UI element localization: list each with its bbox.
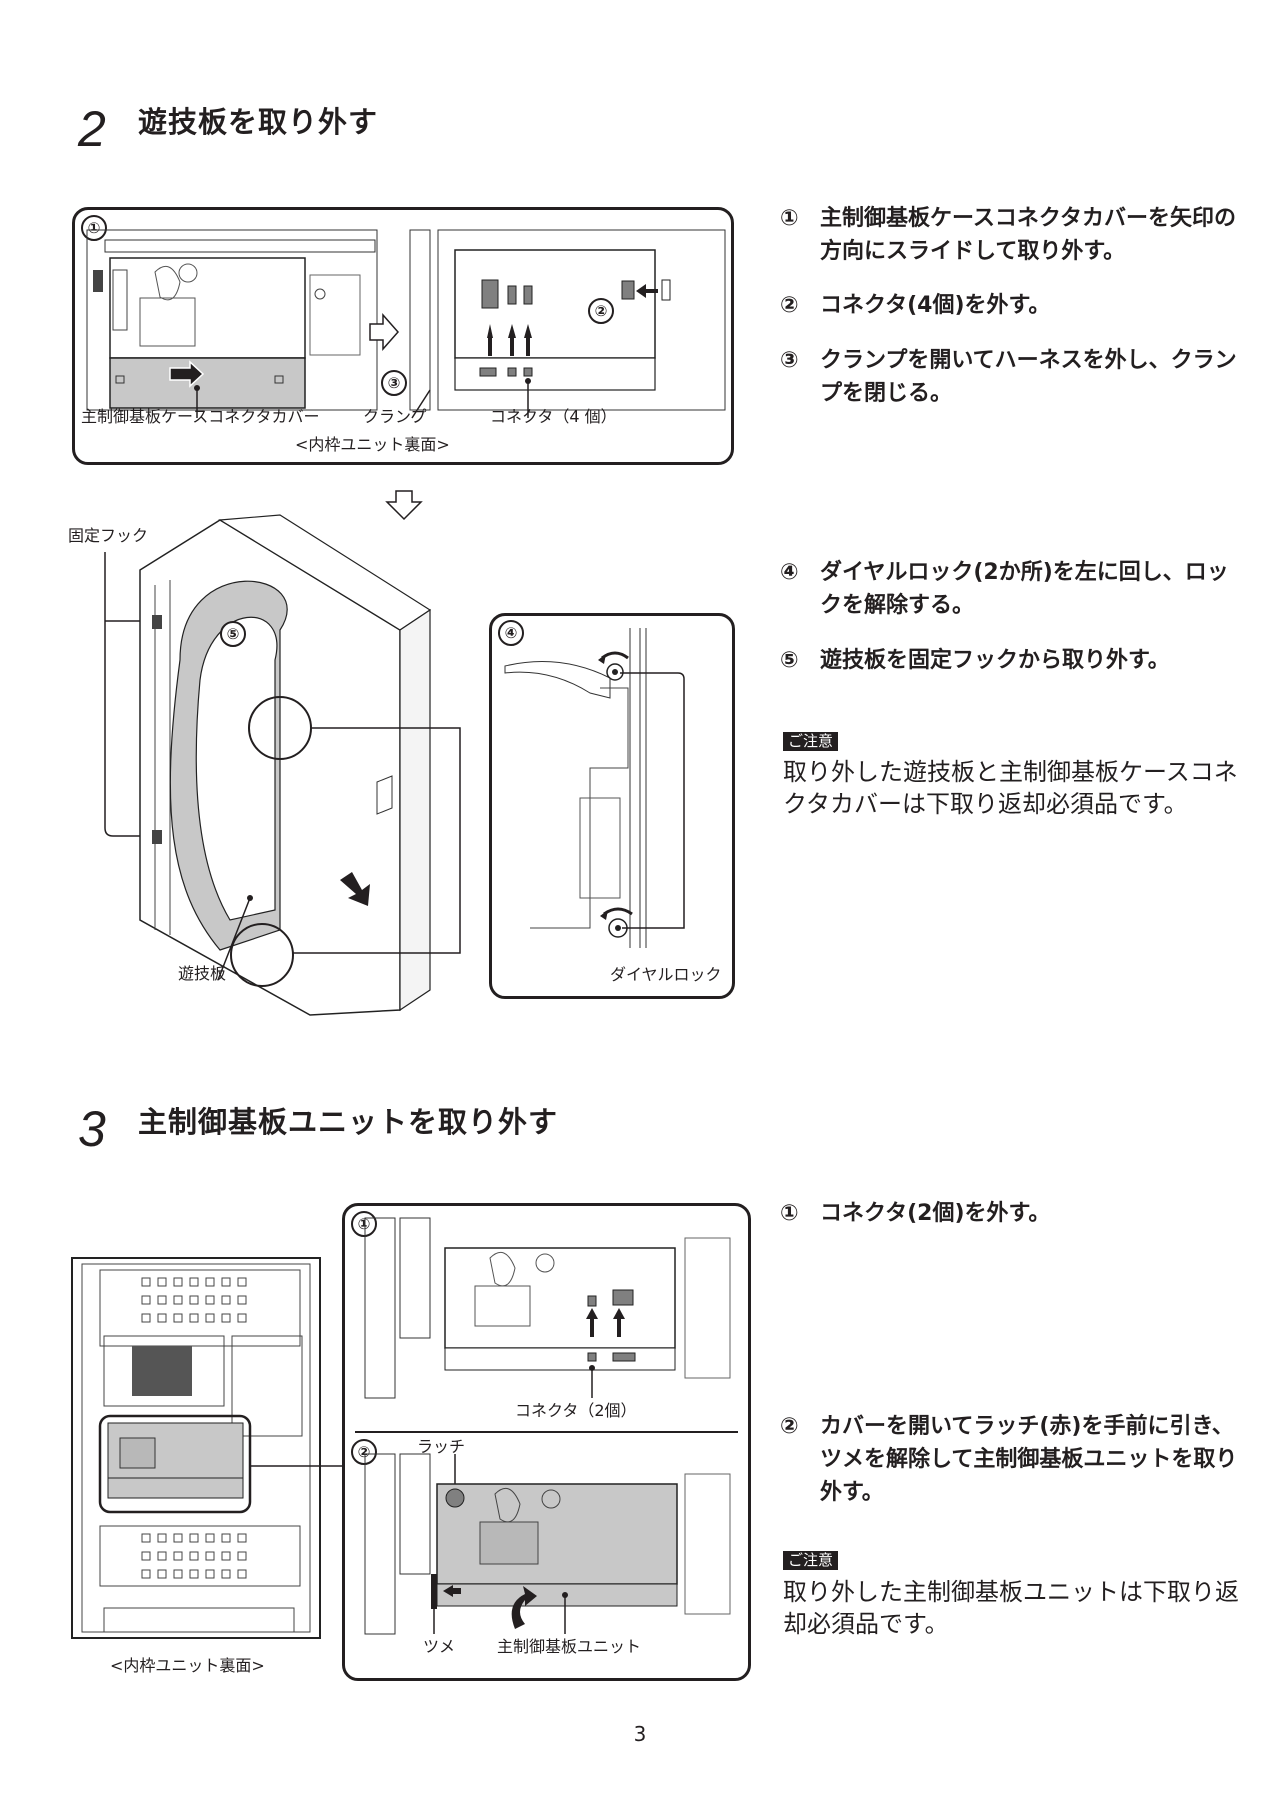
section-2-step-5: ⑤ 遊技板を固定フックから取り外す。	[780, 644, 1240, 677]
label-connectors-4: コネクタ（4 個）	[490, 407, 617, 426]
right-arrow-icon	[369, 313, 400, 351]
figure-panel-dial-lock: ④ ダイヤルロック	[489, 613, 735, 999]
step-text: 遊技板を固定フックから取り外す。	[820, 648, 1170, 673]
step-2-marker: ②	[588, 298, 614, 324]
connector-removal-illustration	[364, 1217, 731, 1399]
caution-badge: ご注意	[783, 732, 839, 751]
section-3-title: 主制御基板ユニットを取り外す	[138, 1105, 559, 1139]
label-game-board: 遊技板	[178, 964, 227, 983]
step-number: ②	[780, 293, 799, 318]
section-2-step-4: ④ ダイヤルロック(2か所)を左に回し、ロックを解除する。	[780, 556, 1240, 622]
panel-divider	[355, 1431, 738, 1433]
board-after-illustration	[409, 229, 726, 419]
step-number: ①	[780, 1201, 799, 1226]
step-5-marker: ⑤	[220, 621, 246, 647]
step-number: ⑤	[780, 648, 799, 673]
page-number: 3	[633, 1722, 647, 1746]
step-2-marker: ②	[351, 1439, 377, 1465]
label-fixing-hook: 固定フック	[68, 526, 149, 545]
step-number: ④	[780, 560, 799, 585]
section-2-title: 遊技板を取り外す	[138, 105, 379, 139]
step-text: ダイヤルロック(2か所)を左に回し、ロックを解除する。	[820, 560, 1229, 618]
caution-text: 取り外した遊技板と主制御基板ケースコネクタカバーは下取り返却必須品です。	[783, 758, 1238, 818]
label-clamp: クランプ	[363, 407, 427, 426]
step-text: クランプを開いてハーネスを外し、クランプを閉じる。	[820, 348, 1237, 406]
step-number: ①	[780, 206, 799, 231]
section-3-step-1: ① コネクタ(2個)を外す。	[780, 1197, 1240, 1230]
step-text: コネクタ(2個)を外す。	[820, 1201, 1051, 1226]
inner-frame-overview-illustration	[71, 1257, 342, 1639]
section-2-step-2: ② コネクタ(4個)を外す。	[780, 289, 1240, 322]
figure-panel-connector-cover: ①	[72, 207, 734, 465]
unit-removal-illustration	[364, 1453, 731, 1635]
step-number: ②	[780, 1414, 799, 1439]
label-connectors-2: コネクタ（2個）	[515, 1401, 637, 1420]
label-main-board-unit: 主制御基板ユニット	[497, 1637, 642, 1656]
section-2-step-3: ③ クランプを開いてハーネスを外し、クランプを閉じる。	[780, 344, 1240, 410]
step-1-marker: ①	[351, 1211, 377, 1237]
caption-inner-frame-back: <内枠ユニット裏面>	[295, 435, 450, 454]
caption-inner-frame-back: <内枠ユニット裏面>	[110, 1656, 265, 1675]
section-2-number: 2	[78, 101, 106, 157]
step-4-marker: ④	[498, 620, 524, 646]
step-number: ③	[780, 348, 799, 373]
down-arrow-icon	[385, 490, 423, 521]
label-dial-lock: ダイヤルロック	[610, 965, 722, 984]
label-latch: ラッチ	[417, 1437, 466, 1456]
figure-panel-main-board-unit: ① コネクタ（2個） ② ラッチ	[342, 1203, 751, 1681]
section-3-number: 3	[78, 1101, 106, 1157]
section-2-step-1: ① 主制御基板ケースコネクタカバーを矢印の方向にスライドして取り外す。	[780, 202, 1240, 268]
section-3-step-2: ② カバーを開いてラッチ(赤)を手前に引き、ツメを解除して主制御基板ユニットを取…	[780, 1410, 1240, 1509]
step-text: カバーを開いてラッチ(赤)を手前に引き、ツメを解除して主制御基板ユニットを取り外…	[820, 1414, 1238, 1505]
step-text: 主制御基板ケースコネクタカバーを矢印の方向にスライドして取り外す。	[820, 206, 1237, 264]
caution-text: 取り外した主制御基板ユニットは下取り返却必須品です。	[783, 1578, 1239, 1638]
board-before-illustration	[86, 229, 378, 418]
step-3-marker: ③	[381, 370, 407, 396]
cabinet-illustration	[104, 514, 461, 1016]
caution-badge: ご注意	[783, 1551, 839, 1570]
label-claw: ツメ	[423, 1637, 456, 1656]
dial-lock-detail-illustration	[504, 628, 685, 948]
label-connector-cover: 主制御基板ケースコネクタカバー	[81, 407, 320, 426]
step-text: コネクタ(4個)を外す。	[820, 293, 1051, 318]
step-1-marker: ①	[81, 215, 107, 241]
